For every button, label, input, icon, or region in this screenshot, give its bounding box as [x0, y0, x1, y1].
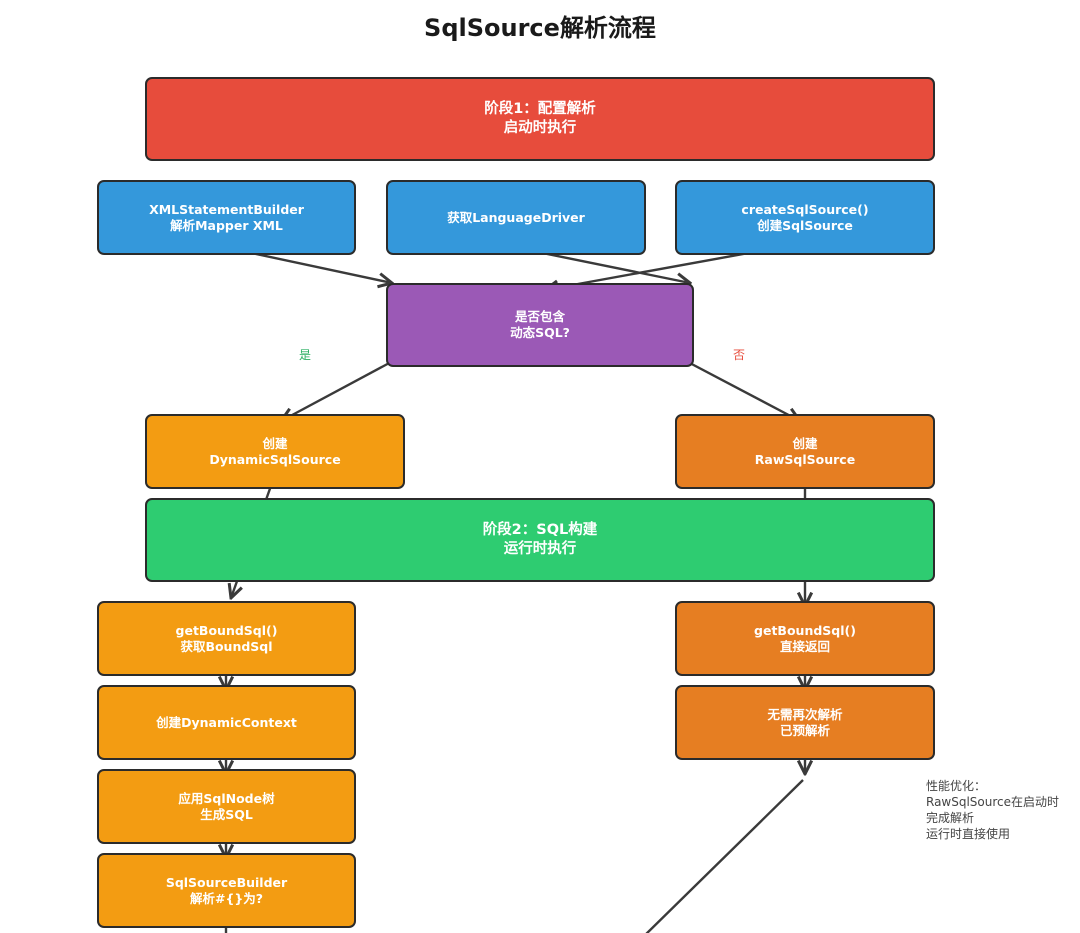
no-label: 否 [733, 348, 746, 362]
dynamic-sql-decision: 是否包含 动态SQL? [386, 283, 694, 367]
arrow-decision-yes [281, 359, 394, 421]
sqlnode-tree-box: 应用SqlNode树 生成SQL [97, 769, 356, 844]
diagram-title: SqlSource解析流程 [424, 14, 656, 42]
arrow-decision-no [685, 359, 800, 421]
dynamic-context-box: 创建DynamicContext [97, 685, 356, 760]
raw-getboundsql-box: getBoundSql() 直接返回 [675, 601, 935, 676]
stage1-box: 阶段1：配置解析 启动时执行 [145, 77, 935, 161]
performance-note: 性能优化： RawSqlSource在启动时 完成解析 运行时直接使用 [926, 779, 1060, 841]
dynamic-sqlsource-box: 创建 DynamicSqlSource [145, 414, 405, 489]
stage2-box: 阶段2：SQL构建 运行时执行 [145, 498, 935, 582]
create-sqlsource-box: createSqlSource() 创建SqlSource [675, 180, 935, 255]
sqlsource-builder-box: SqlSourceBuilder 解析#{}为? [97, 853, 356, 928]
language-driver-box: 获取LanguageDriver [386, 180, 646, 255]
arrow-raw-merge [645, 779, 804, 933]
dynamic-getboundsql-box: getBoundSql() 获取BoundSql [97, 601, 356, 676]
xml-statement-builder-box: XMLStatementBuilder 解析Mapper XML [97, 180, 356, 255]
yes-label: 是 [299, 348, 312, 362]
raw-sqlsource-box: 创建 RawSqlSource [675, 414, 935, 489]
no-reparse-box: 无需再次解析 已预解析 [675, 685, 935, 760]
